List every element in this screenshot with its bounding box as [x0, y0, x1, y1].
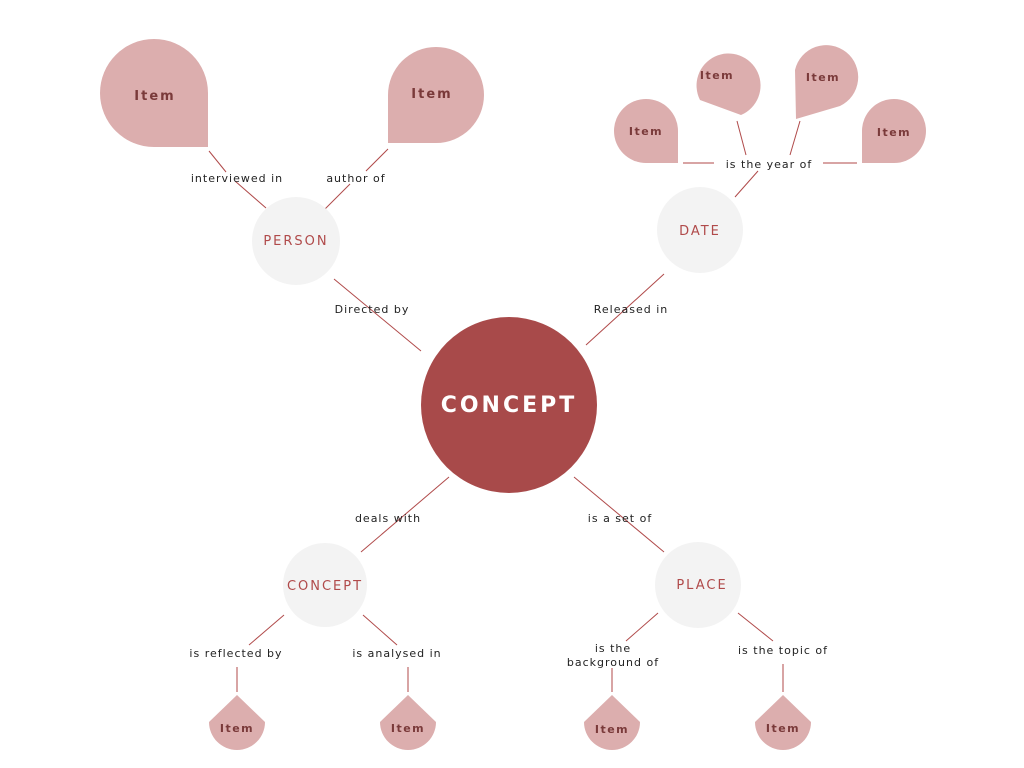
item-drop-background[interactable]: [584, 695, 640, 750]
link-label-is-the-year-of: is the year of: [726, 158, 813, 171]
item-bubble-date-4[interactable]: [862, 99, 926, 163]
item-label-background: Item: [595, 723, 629, 736]
link-label-directed-by: Directed by: [335, 303, 410, 316]
item-label-date-1: Item: [629, 125, 663, 138]
concept-sub-node-label: CONCEPT: [287, 579, 363, 594]
link-label-is-the-background-of-line1: is the: [595, 642, 631, 655]
person-node[interactable]: [252, 197, 340, 285]
item-label-date-2: Item: [700, 69, 734, 82]
link-label-author-of: author of: [326, 172, 385, 185]
item-label-person-right: Item: [411, 87, 452, 102]
person-node-label: PERSON: [263, 234, 328, 249]
item-label-date-3: Item: [806, 71, 840, 84]
link-label-is-a-set-of: is a set of: [588, 512, 653, 525]
item-bubble-date-3[interactable]: [795, 45, 859, 119]
link-label-interviewed-in: interviewed in: [191, 172, 283, 185]
item-drop-reflected[interactable]: [209, 695, 265, 750]
place-node[interactable]: [655, 542, 741, 628]
concept-sub-node[interactable]: [283, 543, 367, 627]
date-node[interactable]: [657, 187, 743, 273]
item-label-person-left: Item: [134, 89, 175, 104]
item-label-analysed: Item: [391, 722, 425, 735]
item-label-topic: Item: [766, 722, 800, 735]
link-label-is-the-background-of-line2: background of: [567, 656, 659, 669]
center-node[interactable]: [421, 317, 597, 493]
item-drop-topic[interactable]: [755, 695, 811, 750]
place-node-label: PLACE: [676, 578, 727, 593]
date-node-label: DATE: [679, 224, 721, 239]
item-bubble-date-1[interactable]: [614, 99, 678, 163]
link-label-released-in: Released in: [594, 303, 669, 316]
link-label-is-analysed-in: is analysed in: [352, 647, 441, 660]
item-label-date-4: Item: [877, 126, 911, 139]
item-label-reflected: Item: [220, 722, 254, 735]
connector-lines: [208, 120, 857, 692]
center-node-label: CONCEPT: [441, 393, 578, 418]
item-bubble-person-left[interactable]: [100, 39, 208, 147]
item-bubble-person-right[interactable]: [388, 47, 484, 143]
item-drop-analysed[interactable]: [380, 695, 436, 750]
link-label-is-reflected-by: is reflected by: [189, 647, 282, 660]
item-bubble-date-2[interactable]: [696, 53, 761, 115]
link-label-deals-with: deals with: [355, 512, 421, 525]
link-label-is-the-topic-of: is the topic of: [738, 644, 828, 657]
